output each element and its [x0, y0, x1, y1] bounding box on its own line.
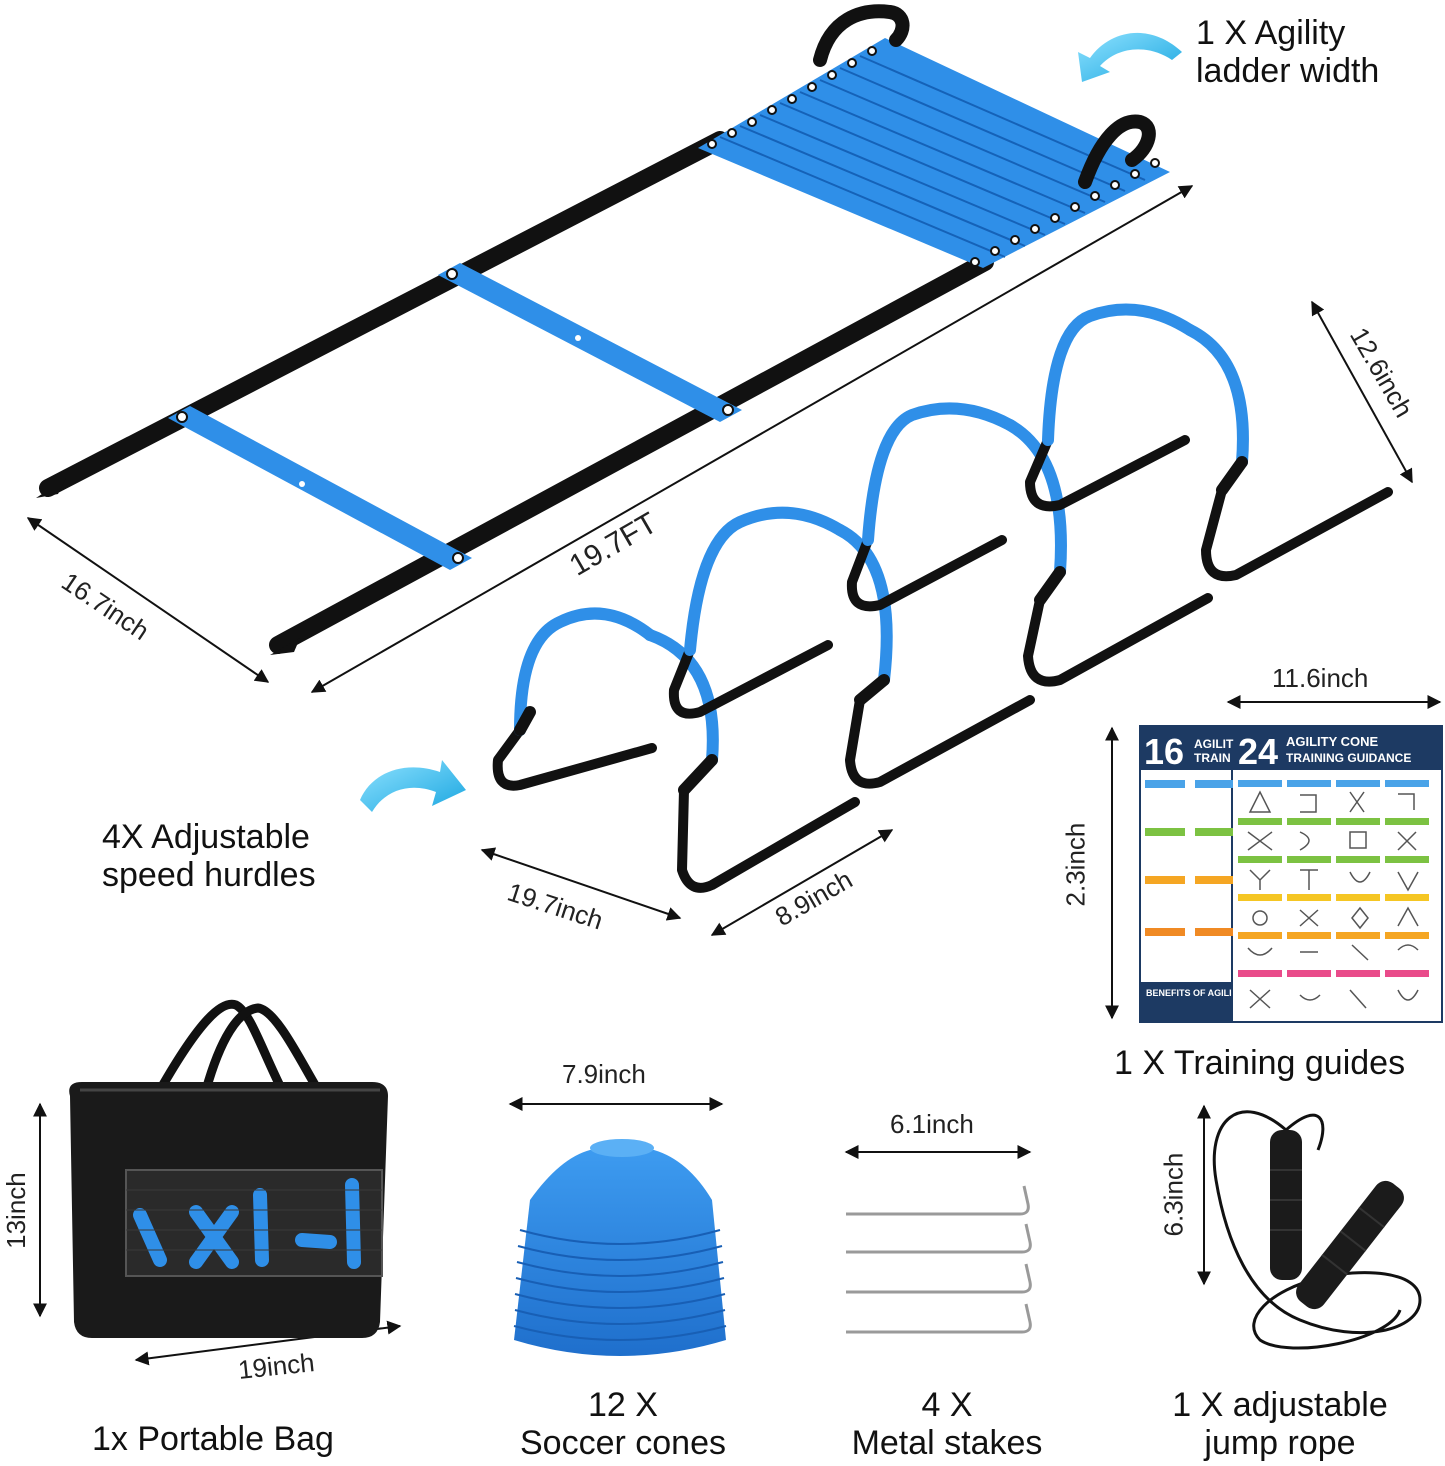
rope-height-dim: 6.3inch — [1158, 1152, 1189, 1237]
carry-strap — [1078, 114, 1156, 189]
cones-caption-line2: Soccer cones — [520, 1424, 726, 1463]
bag-contents — [133, 1178, 361, 1269]
poster-left-title: AGILIT — [1194, 737, 1234, 751]
rope-handle — [1296, 1180, 1404, 1310]
ladder-caption-line1: 1 X Agility — [1196, 14, 1346, 52]
stakes-width-dim: 6.1inch — [890, 1109, 974, 1139]
stakes-caption: 4 X Metal stakes — [832, 1386, 1062, 1462]
rail-end-tab — [36, 478, 66, 498]
ladder-rung — [438, 263, 742, 422]
guide-width-dim: 11.6inch — [1272, 663, 1369, 693]
bag-handle — [201, 1003, 322, 1093]
poster-left-subtitle: TRAIN — [1194, 751, 1231, 765]
cones-caption: 12 X Soccer cones — [508, 1386, 738, 1462]
cones-caption-line1: 12 X — [588, 1386, 658, 1424]
hurdle-height-dim-line — [1311, 300, 1413, 484]
training-guide-poster: 16 AGILIT TRAIN 24 AGILITY CONE TRAINING… — [1105, 695, 1443, 1023]
ladder-rail-left — [39, 131, 729, 497]
rope-caption-line1: 1 X adjustable — [1172, 1386, 1388, 1424]
guides-caption: 1 X Training guides — [1114, 1044, 1406, 1082]
poster-left-footer: BENEFITS OF AGILI — [1146, 988, 1232, 998]
curved-arrow-icon — [360, 760, 466, 812]
hurdle — [668, 506, 1035, 789]
metal-stake — [846, 1263, 1032, 1294]
poster-front-grid — [1238, 780, 1429, 1009]
bag-caption: 1x Portable Bag — [92, 1420, 334, 1458]
ladder-width-dim-line — [26, 517, 270, 683]
rope-caption-line2: jump rope — [1204, 1424, 1356, 1463]
jump-rope — [1197, 1104, 1422, 1350]
soccer-cones — [508, 1097, 727, 1356]
poster-right-subtitle: TRAINING GUIDANCE — [1286, 751, 1411, 765]
poster-right-number: 24 — [1238, 731, 1278, 772]
ladder-length-dim-line — [310, 185, 1194, 693]
hurdle — [1025, 303, 1393, 582]
cone-top — [590, 1139, 654, 1157]
hurdles-caption-line1: 4X Adjustable — [102, 818, 310, 856]
ladder-caption-line2: ladder width — [1196, 52, 1380, 91]
curved-arrow-icon — [1078, 32, 1182, 82]
hurdle-width-dim-line — [480, 847, 682, 921]
hurdle — [492, 607, 860, 893]
portable-bag — [33, 999, 402, 1366]
poster-right-title: AGILITY CONE — [1286, 734, 1379, 749]
metal-stake — [846, 1185, 1030, 1216]
poster-left-number: 16 — [1144, 731, 1184, 772]
cones-width-dim: 7.9inch — [562, 1059, 646, 1089]
rope-handle — [1270, 1130, 1302, 1280]
rope-caption: 1 X adjustable jump rope — [1150, 1386, 1410, 1462]
metal-stake — [846, 1223, 1032, 1254]
ladder-caption: 1 X Agility ladder width — [1196, 14, 1379, 90]
hurdles-caption-line2: speed hurdles — [102, 856, 316, 895]
poster-back-rows — [1145, 780, 1233, 936]
bag-height-dim: 13inch — [0, 1172, 31, 1249]
bag-handle — [156, 999, 287, 1093]
hurdles-caption: 4X Adjustable speed hurdles — [102, 818, 316, 894]
hurdle — [846, 402, 1213, 687]
carry-strap — [813, 4, 910, 67]
stakes-caption-line2: Metal stakes — [851, 1424, 1043, 1463]
ladder-rung — [168, 406, 472, 570]
rail-end-tab — [270, 638, 300, 655]
stakes-caption-line1: 4 X — [921, 1386, 973, 1424]
metal-stake — [846, 1303, 1032, 1334]
speed-hurdles — [492, 303, 1393, 893]
guide-height-dim: 2.3inch — [1060, 822, 1091, 907]
hurdle-depth-dim-line — [710, 829, 894, 936]
metal-stakes — [844, 1145, 1032, 1334]
